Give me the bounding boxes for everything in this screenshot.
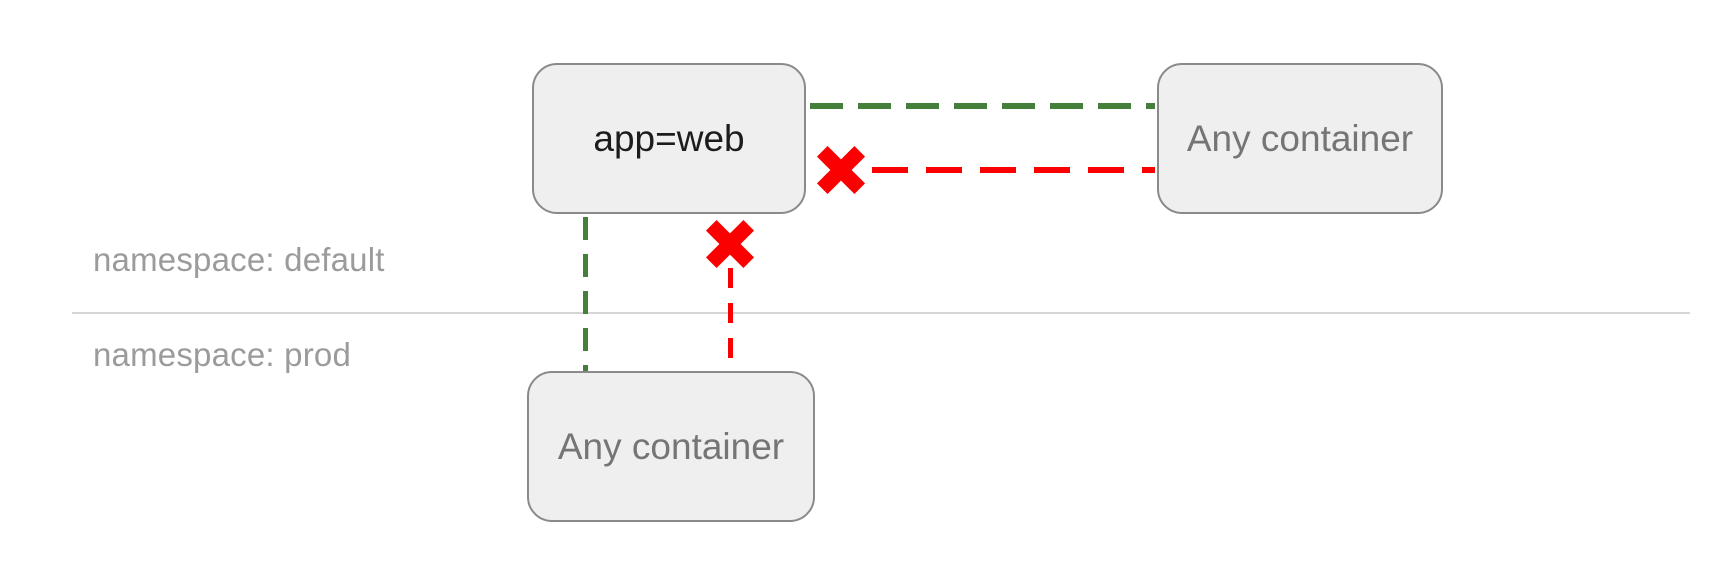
edge-blocked-any-default-to-app-web [872,167,1155,173]
namespace-default-label: namespace: default [93,241,385,278]
blocked-x-icon [818,147,864,193]
namespace-prod-label: namespace: prod [93,336,351,373]
blocked-x-icon [707,221,753,267]
edge-blocked-any-prod-to-app-web [728,268,733,371]
node-any-container-default: Any container [1157,63,1443,214]
node-any-container-prod: Any container [527,371,815,522]
edge-allowed-any-default-to-app-web [810,103,1155,109]
node-app-web-label: app=web [593,117,745,159]
node-any-container-default-label: Any container [1186,117,1414,159]
node-any-container-prod-label: Any container [557,425,785,467]
node-app-web: app=web [532,63,806,214]
edge-allowed-any-prod-to-app-web [583,217,588,371]
namespace-divider [72,312,1690,314]
